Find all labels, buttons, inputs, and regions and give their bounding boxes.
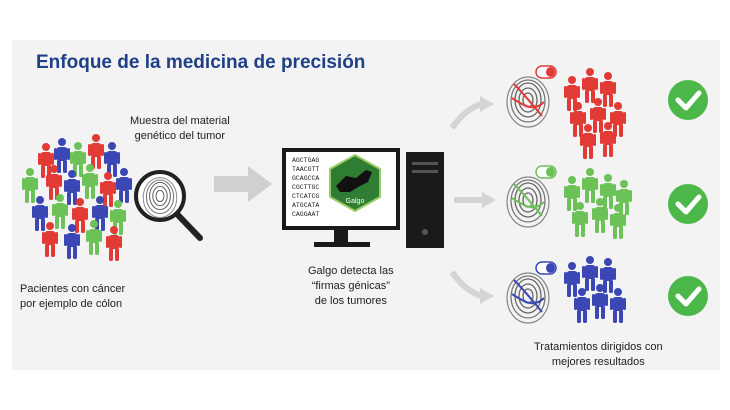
check-icon xyxy=(668,276,708,316)
magnifier-icon xyxy=(134,170,203,241)
caption-line: Pacientes con cáncer xyxy=(20,283,126,295)
dna-sequences: AGCTGAG TAACGTT GCAGCCA CGCTTGC CTCATCG ATGCA… xyxy=(292,157,319,218)
caption-line: Galgo detecta las xyxy=(308,265,394,277)
dna-sequence-line: CGCTTGC xyxy=(292,184,319,191)
patients-blue-group xyxy=(564,256,626,323)
dna-sequence-line: ATGCATA xyxy=(292,202,319,209)
patients-crowd xyxy=(22,134,132,261)
dna-sequence-line: AGCTGAG xyxy=(292,157,319,164)
patients-caption: Pacientes con cáncer por ejemplo de cólo… xyxy=(20,282,125,312)
dna-sequence-line: TAACGTT xyxy=(292,166,319,173)
computer-tower xyxy=(406,152,444,248)
sample-caption: Muestra del material genético del tumor xyxy=(130,114,230,144)
check-icon xyxy=(668,80,708,120)
check-icon xyxy=(668,184,708,224)
caption-line: Muestra del material xyxy=(130,115,230,127)
galgo-caption: Galgo detecta las “firmas génicas” de lo… xyxy=(308,264,394,309)
caption-line: Tratamientos dirigidos con xyxy=(534,341,663,353)
caption-line: mejores resultados xyxy=(551,356,645,368)
dna-sequence-line: CTCATCG xyxy=(292,193,319,200)
arrow-to-computer xyxy=(214,166,272,202)
fingerprint-red-group xyxy=(506,65,557,128)
galgo-logo-icon: Galgo xyxy=(329,153,381,213)
patients-green-group xyxy=(564,168,632,239)
treatments-caption: Tratamientos dirigidos con mejores resul… xyxy=(534,340,663,370)
fingerprint-green-group xyxy=(506,165,557,228)
diagram-title: Enfoque de la medicina de precisión xyxy=(36,52,366,73)
dna-sequence-line: CAGGAAT xyxy=(292,211,319,218)
galgo-logo-text: Galgo xyxy=(346,198,365,205)
caption-line: genético del tumor xyxy=(134,130,226,142)
caption-line: “firmas génicas” xyxy=(311,280,390,292)
arrow-heads xyxy=(480,96,496,304)
dna-sequence-line: GCAGCCA xyxy=(292,175,319,182)
patients-red-group xyxy=(564,68,626,159)
caption-line: de los tumores xyxy=(314,295,387,307)
caption-line: por ejemplo de cólon xyxy=(20,298,123,310)
fingerprint-blue-group xyxy=(506,261,557,324)
computer-monitor: AGCTGAG TAACGTT GCAGCCA CGCTTGC CTCATCG ATGCA… xyxy=(282,148,400,247)
arrows-to-groups xyxy=(449,101,484,299)
